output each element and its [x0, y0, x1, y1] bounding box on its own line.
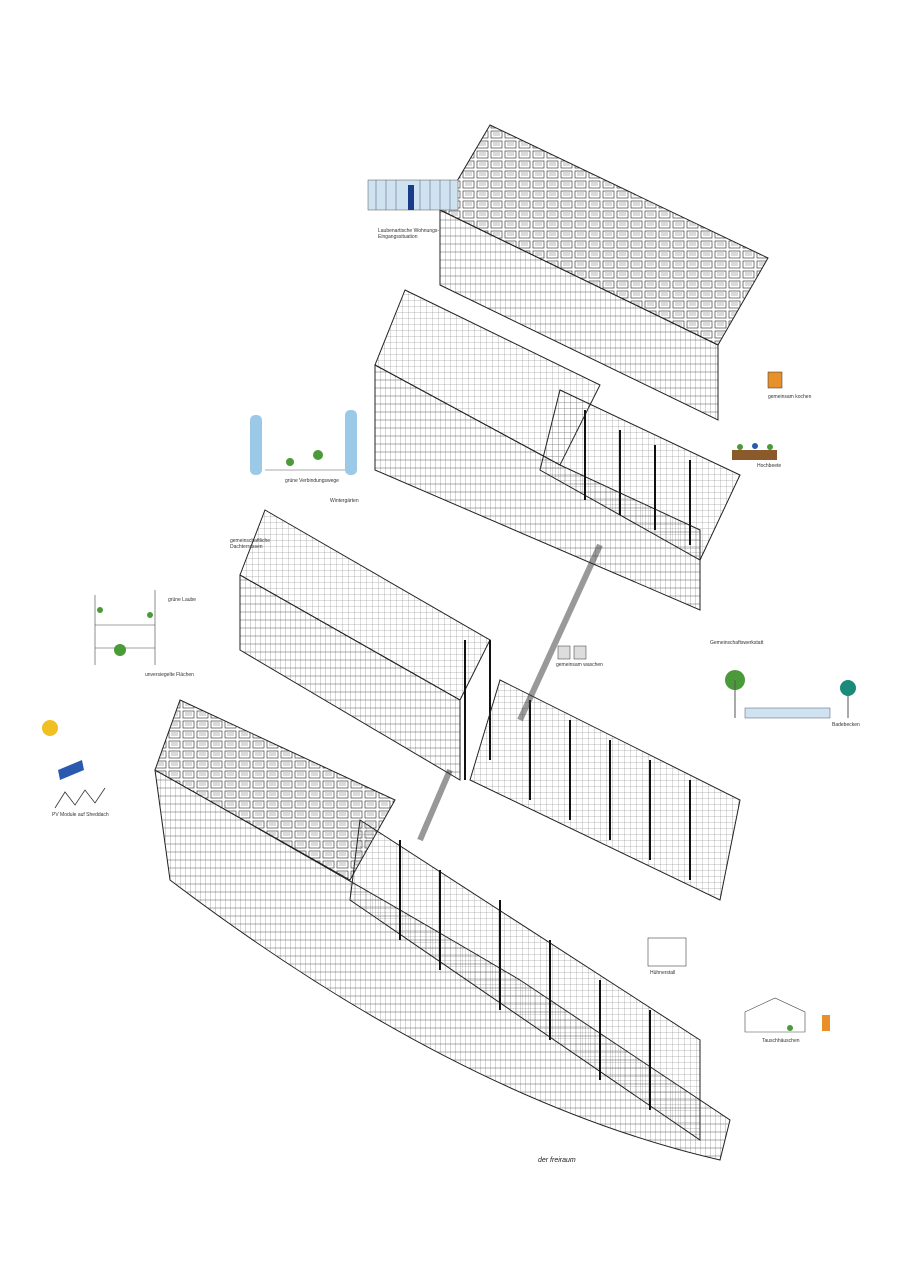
label-wintergaerten: Wintergärten: [330, 498, 359, 504]
label-waschen: gemeinsam waschen: [556, 662, 603, 668]
south-building: [154, 699, 731, 1161]
middle-building: [239, 509, 741, 901]
vignette-waschen: [557, 645, 587, 660]
vignette-huehnerstall: [647, 937, 687, 967]
vignette-tausch: [744, 997, 830, 1033]
label-laube: Laubenartische Wohnungs-Eingangssituatio…: [378, 228, 440, 240]
label-badebecken: Badebecken: [832, 722, 860, 728]
vignette-laube: [367, 179, 459, 211]
vignette-laube-gruen: [94, 590, 156, 665]
vignette-pv: [42, 720, 106, 809]
label-werkstatt: Gemeinschaftswerkstatt: [710, 640, 764, 646]
label-huehnerstall: Hühnerstall: [650, 970, 676, 976]
label-hochbeete: Hochbeete: [757, 463, 782, 469]
vignette-hochbeete: [732, 443, 777, 460]
label-kochen: gemeinsam kochen: [768, 394, 812, 400]
vignette-badebecken: [725, 670, 856, 719]
caption: der freiraum: [538, 1157, 576, 1164]
label-flaechen: unversiegelte Flächen: [145, 672, 194, 678]
vignette-wintergaerten: [250, 410, 357, 475]
sun-icon: [42, 720, 58, 736]
label-tausch: Tauschhäuschen: [762, 1038, 800, 1044]
vignette-kochen: [767, 371, 783, 389]
label-pv: PV Module auf Sheddach: [52, 812, 109, 818]
north-building: [374, 124, 769, 611]
label-gruene-laube: grüne Laube: [168, 597, 197, 603]
label-dachterrassen: gemeinschaftliche Dachterrassen: [230, 538, 271, 550]
label-verbindungswege: grüne Verbindungswege: [285, 478, 339, 484]
